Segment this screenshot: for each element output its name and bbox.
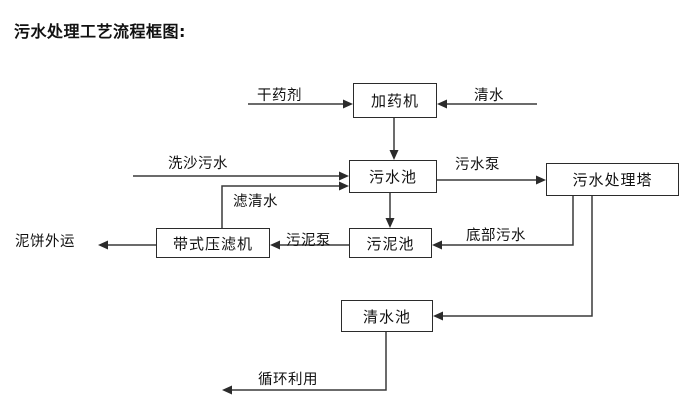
edge-label-sand-wash-sewage: 洗沙污水 [168, 156, 228, 172]
edge-label-bottom-sewage: 底部污水 [466, 228, 526, 244]
edge-label-filtered-water: 滤清水 [233, 194, 278, 210]
edge-tower-to-cleanwater-arrowhead [433, 311, 443, 321]
node-clean-water-pool[interactable]: 清水池 [341, 300, 433, 332]
node-sludge-pool[interactable]: 污泥池 [349, 228, 432, 258]
node-treatment-tower-label: 污水处理塔 [572, 171, 653, 189]
edge-recycle-line [228, 332, 387, 391]
edge-label-dry-agent: 干药剂 [257, 88, 302, 104]
edge-clean-water-arrowhead [437, 99, 447, 109]
edge-dosing-to-wastewater-arrowhead [389, 150, 399, 160]
edge-bottom-sewage-line [438, 196, 574, 246]
node-treatment-tower[interactable]: 污水处理塔 [546, 163, 679, 196]
edge-filtered-water-arrowhead [339, 181, 349, 191]
edge-mud-cake-arrowhead [98, 240, 108, 250]
edge-wastewater-to-sludge-arrowhead [385, 218, 395, 228]
edge-label-mud-cake-transport: 泥饼外运 [15, 234, 75, 250]
edge-label-recycle-reuse: 循环利用 [258, 372, 318, 388]
edge-dry-agent-arrowhead [343, 99, 353, 109]
edge-recycle-arrowhead [222, 385, 232, 395]
edge-sand-wash-arrowhead [339, 171, 349, 181]
edge-filtered-water-line [221, 185, 343, 228]
edge-tower-to-cleanwater-line [439, 196, 593, 317]
edge-label-sludge-pump: 污泥泵 [286, 233, 331, 249]
node-belt-filter-press-label: 带式压滤机 [172, 234, 253, 253]
edge-label-sewage-pump: 污水泵 [455, 157, 500, 173]
node-sludge-pool-label: 污泥池 [366, 234, 415, 253]
page-title: 污水处理工艺流程框图: [14, 22, 186, 41]
node-dosing-machine-label: 加药机 [370, 92, 419, 110]
edge-bottom-sewage-arrowhead [432, 240, 442, 250]
edge-sewage-pump-arrowhead [536, 175, 546, 185]
node-clean-water-pool-label: 清水池 [362, 307, 411, 326]
node-wastewater-pool-label: 污水池 [368, 168, 417, 186]
node-dosing-machine[interactable]: 加药机 [353, 83, 437, 118]
node-belt-filter-press[interactable]: 带式压滤机 [156, 228, 270, 258]
edge-sludge-pump-arrowhead [270, 240, 280, 250]
edge-label-clean-water-in: 清水 [474, 88, 504, 104]
node-wastewater-pool[interactable]: 污水池 [349, 160, 437, 193]
